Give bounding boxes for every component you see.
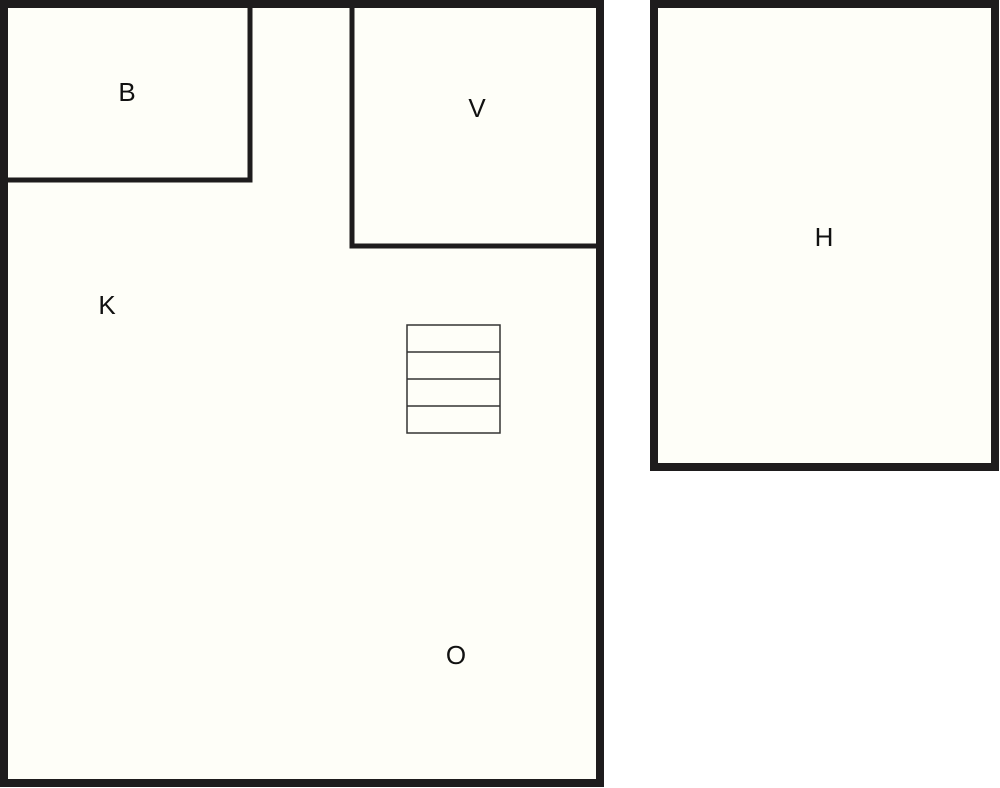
room-v-wall [349, 4, 598, 249]
room-h-outline [650, 0, 999, 471]
room-b-wall [4, 4, 253, 183]
main-building [0, 0, 604, 787]
room-label-b: B [118, 77, 135, 107]
separate-building [650, 0, 999, 471]
main-building-outline [0, 0, 604, 787]
room-label-o: O [446, 640, 466, 670]
stairs-icon [406, 324, 501, 434]
room-label-v: V [468, 93, 486, 123]
room-label-k: K [98, 290, 116, 320]
room-label-h: H [815, 222, 834, 252]
